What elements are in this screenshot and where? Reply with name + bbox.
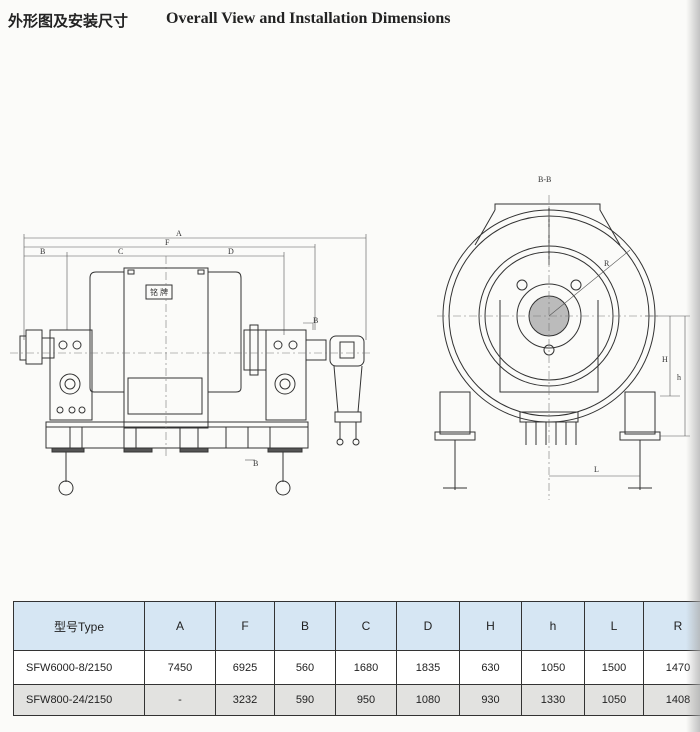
table-cell: 1080	[396, 684, 460, 716]
table-cell: SFW800-24/2150	[13, 684, 145, 716]
section-title: B-B	[538, 175, 551, 184]
section-marker-bottom: B	[253, 459, 258, 468]
dim-label-f: F	[165, 238, 170, 247]
table-header-row: 型号Type A F B C D H h L R	[13, 601, 700, 651]
table-cell: 6925	[215, 650, 275, 685]
table-row: SFW6000-8/2150 7450 6925 560 1680 1835 6…	[13, 650, 700, 685]
radius-label: R	[604, 259, 610, 268]
title-english: Overall View and Installation Dimensions	[166, 10, 451, 27]
dim-label-l: L	[594, 465, 599, 474]
front-view-drawing: A F B C D 铭 牌	[10, 229, 372, 496]
table-cell: SFW6000-8/2150	[13, 650, 145, 685]
header-cell: D	[396, 601, 460, 651]
dim-label-b: B	[40, 247, 45, 256]
table-cell: 1050	[521, 650, 585, 685]
section-marker-top: B	[313, 316, 318, 325]
table-row: SFW800-24/2150 - 3232 590 950 1080 930 1…	[13, 684, 700, 716]
table-cell: -	[144, 684, 216, 716]
header-cell: L	[584, 601, 644, 651]
table-cell: 1835	[396, 650, 460, 685]
dim-label-h-upper: H	[662, 355, 668, 364]
technical-drawings: A F B C D 铭 牌	[10, 175, 690, 500]
table-cell: 930	[459, 684, 522, 716]
header-cell: A	[144, 601, 216, 651]
table-cell: 1330	[521, 684, 585, 716]
section-view-drawing: B-B R H h L	[434, 175, 690, 500]
table-cell: 1050	[584, 684, 644, 716]
table-cell: 7450	[144, 650, 216, 685]
dim-label-h-lower: h	[677, 373, 681, 382]
table-cell: 590	[274, 684, 336, 716]
dim-label-d: D	[228, 247, 234, 256]
table-cell: 1680	[335, 650, 397, 685]
dim-label-c: C	[118, 247, 123, 256]
page-binding-shadow	[686, 0, 700, 732]
page-title: 外形图及安装尺寸 Overall View and Installation D…	[8, 10, 450, 31]
header-cell: H	[459, 601, 522, 651]
header-cell: F	[215, 601, 275, 651]
table-cell: 1500	[584, 650, 644, 685]
header-cell: h	[521, 601, 585, 651]
table-cell: 950	[335, 684, 397, 716]
header-cell: 型号Type	[13, 601, 145, 651]
dimensions-table: 型号Type A F B C D H h L R SFW6000-8/2150 …	[13, 601, 700, 716]
table-cell: 3232	[215, 684, 275, 716]
header-cell: C	[335, 601, 397, 651]
nameplate-label: 铭 牌	[150, 287, 168, 297]
table-cell: 560	[274, 650, 336, 685]
dim-label-a: A	[176, 229, 182, 238]
title-chinese: 外形图及安装尺寸	[8, 12, 129, 30]
header-cell: B	[274, 601, 336, 651]
table-cell: 630	[459, 650, 522, 685]
